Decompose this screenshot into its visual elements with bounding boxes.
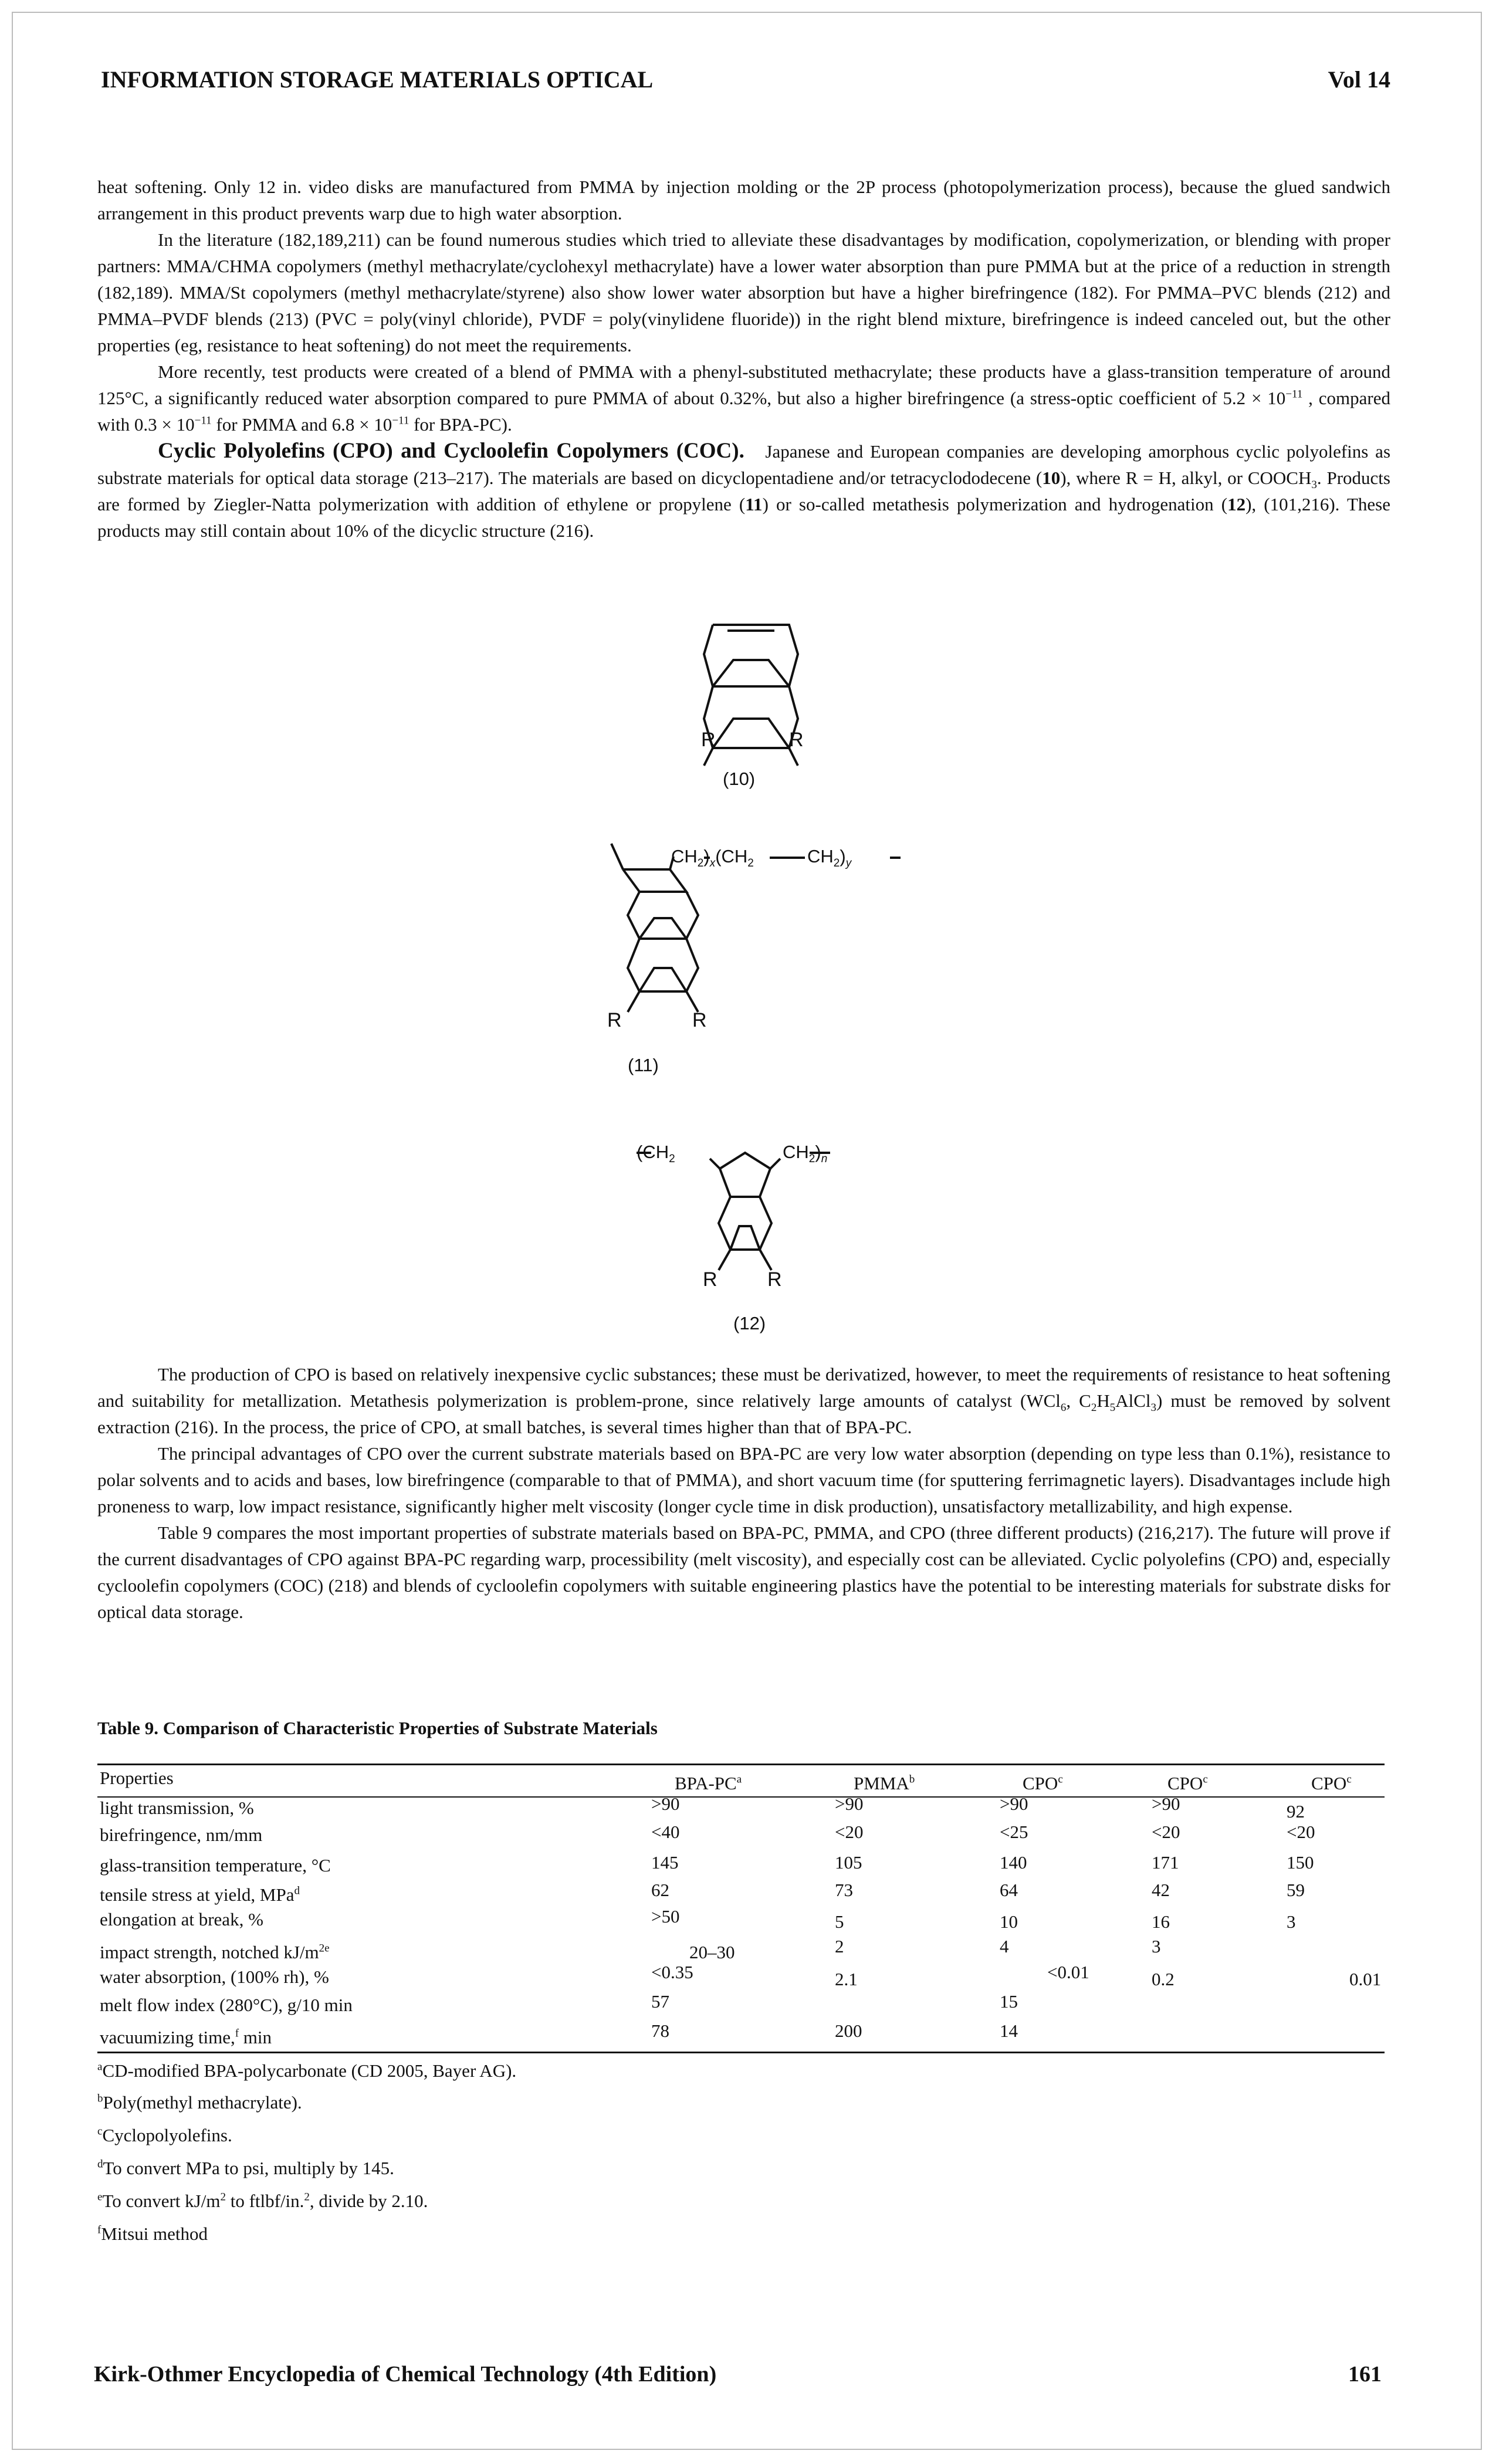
paragraph-4: Cyclic Polyolefins (CPO) and Cycloolefin… [97,439,1391,541]
table-cell: 3 [1152,1936,1161,1957]
table-row-label: melt flow index (280°C), g/10 min [100,1995,353,2015]
table-cell: 2 [835,1936,844,1957]
structure-10-r-right: R [789,729,804,751]
table-cell: <20 [1152,1822,1180,1842]
table-cell: <0.01 [1047,1962,1089,1982]
header-pmma: PMMAb [854,1773,915,1793]
table-cell: 0.01 [1349,1969,1382,1989]
structure-11-r-right: R [692,1009,707,1031]
paragraph-6: The principal advantages of CPO over the… [97,1443,1390,1517]
structure-12-r-right: R [767,1268,782,1291]
table-row-label: light transmission, % [100,1798,254,1818]
table-cell: 3 [1287,1911,1296,1932]
table-cell: 73 [835,1880,853,1900]
table-cell: 145 [651,1852,679,1873]
table-cell: 171 [1152,1852,1179,1873]
footnote-c: cCyclopolyolefins. [97,2125,232,2145]
structure-10: R R [675,598,827,774]
table-top-rule [97,1764,1385,1765]
body-text-bottom: The production of CPO is based on relati… [97,1361,1390,1625]
table-row-label: birefringence, nm/mm [100,1825,263,1845]
header-properties: Properties [100,1768,174,1788]
table-cell: 42 [1152,1880,1170,1900]
paragraph-5: The production of CPO is based on relati… [97,1364,1390,1437]
table-cell: >90 [835,1793,864,1814]
page-frame [12,12,1482,2450]
structure-11: CH2)x(CH2 CH2)y R R [598,839,903,1038]
running-header-title: INFORMATION STORAGE MATERIALS OPTICAL [101,66,654,93]
table-cell: 92 [1287,1801,1305,1822]
header-cpo-1: CPOc [1023,1773,1063,1793]
table-header-rule [97,1796,1385,1798]
footer-title: Kirk-Othmer Encyclopedia of Chemical Tec… [94,2362,717,2387]
section-heading: Cyclic Polyolefins (CPO) and Cycloolefin… [158,439,744,463]
footnote-f: fMitsui method [97,2223,208,2244]
structure-12-drawing [637,1151,830,1271]
paragraph-3: More recently, test products were create… [97,361,1390,435]
table-cell: 2.1 [835,1969,858,1989]
table-cell: >90 [1152,1793,1180,1814]
table-cell: 5 [835,1911,844,1932]
footnote-d: dTo convert MPa to psi, multiply by 145. [97,2158,394,2178]
header-bpa-pc: BPA-PCa [675,1773,742,1793]
table-cell: 59 [1287,1880,1305,1900]
table-cell: 16 [1152,1911,1170,1932]
structure-12-left-group: (CH2 [637,1142,675,1166]
table-cell: 64 [1000,1880,1018,1900]
table-cell: <25 [1000,1822,1028,1842]
table-cell: >90 [1000,1793,1028,1814]
structure-10-caption: (10) [723,769,756,789]
body-text-top: heat softening. Only 12 in. video disks … [97,174,1390,544]
table-cell: <20 [1287,1822,1315,1842]
table-cell: >90 [651,1793,680,1814]
table-cell: 150 [1287,1852,1314,1873]
footnote-e: eTo convert kJ/m2 to ftlbf/in.2, divide … [97,2191,428,2211]
structure-10-drawing [702,624,800,766]
table-cell: 105 [835,1852,862,1873]
table-cell: 14 [1000,2020,1018,2041]
table-row-label: glass-transition temperature, °C [100,1855,331,1876]
table-row-label: tensile stress at yield, MPad [100,1884,300,1905]
header-cpo-2: CPOc [1167,1773,1208,1793]
paragraph-2: In the literature (182,189,211) can be f… [97,229,1390,356]
table-cell: <0.35 [651,1962,693,1982]
structure-11-drawing [610,843,901,1013]
footnote-a: aCD-modified BPA-polycarbonate (CD 2005,… [97,2060,517,2081]
table-cell: 78 [651,2020,669,2041]
table-row-label: water absorption, (100% rh), % [100,1967,329,1987]
table-cell: >50 [651,1906,680,1927]
table-row-label: impact strength, notched kJ/m2e [100,1942,330,1962]
table-cell: 200 [835,2020,862,2041]
table-cell: 0.2 [1152,1969,1175,1989]
table-cell: <20 [835,1822,864,1842]
table-cell: 140 [1000,1852,1027,1873]
table-title: Table 9. Comparison of Characteristic Pr… [97,1718,658,1738]
structure-11-backbone-end: CH2)y [807,846,852,870]
table-cell: 15 [1000,1991,1018,2012]
structure-11-r-left: R [607,1009,622,1031]
table-bottom-rule [97,2052,1385,2053]
structure-12-right-group: CH2)n [783,1142,828,1166]
structure-12: (CH2 CH2)n R R [634,1132,880,1308]
table-cell: <40 [651,1822,680,1842]
table-cell: 10 [1000,1911,1018,1932]
structure-10-r-left: R [701,729,716,751]
table-cell: 4 [1000,1936,1009,1957]
structure-12-caption: (12) [733,1313,766,1333]
table-row-label: vacuumizing time,f min [100,2027,272,2047]
header-cpo-3: CPOc [1311,1773,1352,1793]
structure-12-r-left: R [703,1268,717,1291]
running-header-volume: Vol 14 [1328,66,1390,93]
paragraph-7: Table 9 compares the most important prop… [97,1522,1390,1622]
footnote-b: bPoly(methyl methacrylate). [97,2092,302,2113]
page-number: 161 [1348,2362,1382,2387]
structure-11-caption: (11) [628,1055,659,1075]
table-row-label: elongation at break, % [100,1909,263,1930]
paragraph-1: heat softening. Only 12 in. video disks … [97,177,1390,224]
structure-11-backbone: CH2)x(CH2 [671,846,754,870]
table-cell: 20–30 [689,1942,735,1962]
table-cell: 62 [651,1880,669,1900]
table-cell: 57 [651,1991,669,2012]
